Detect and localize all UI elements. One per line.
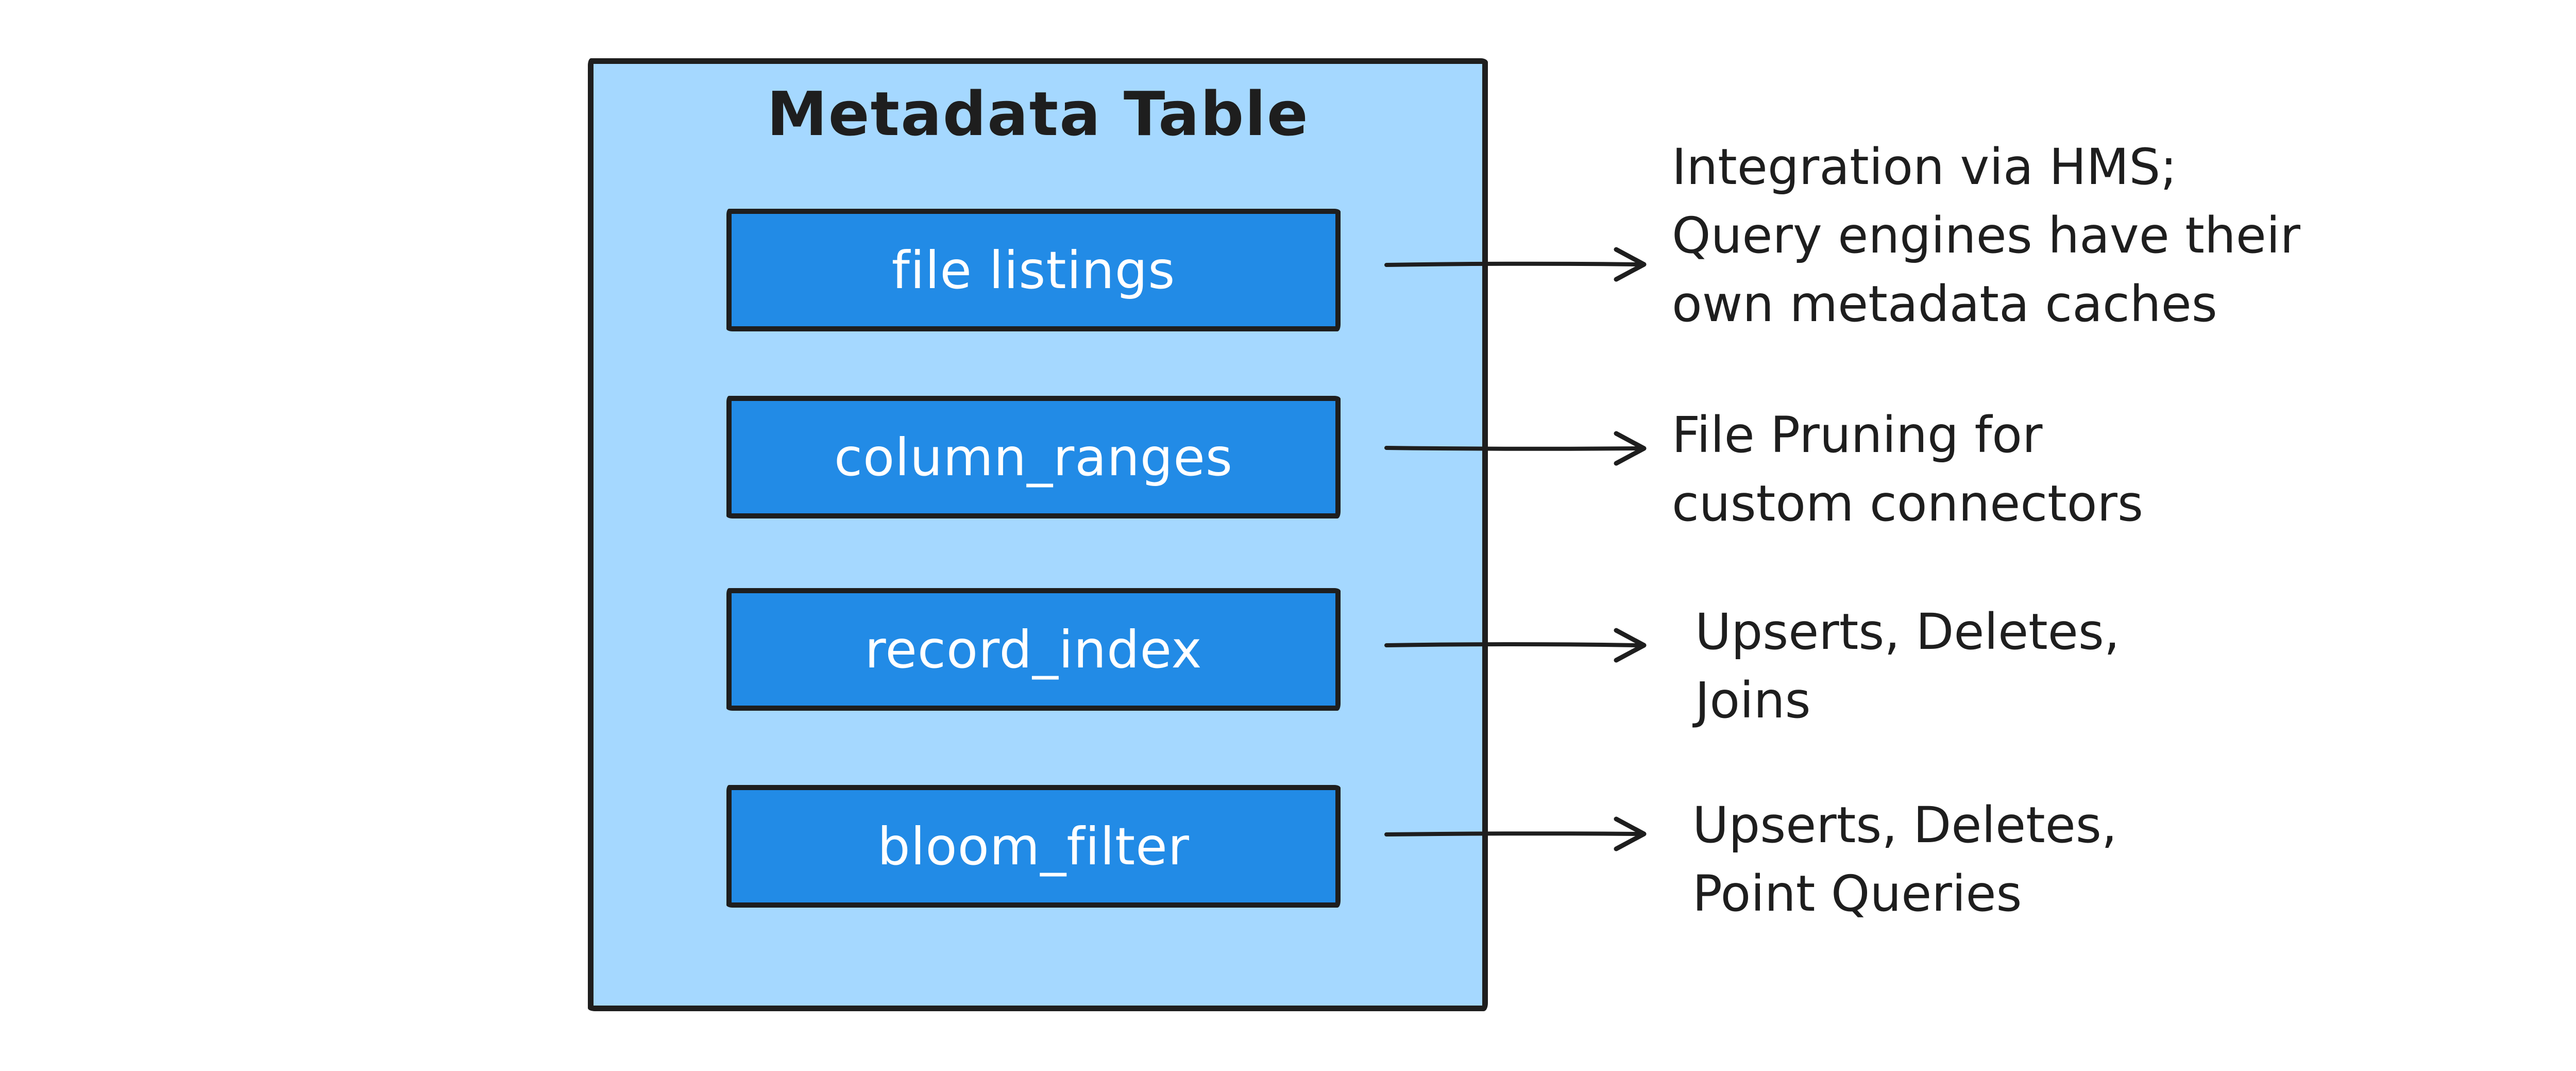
- note-line: File Pruning for: [1672, 406, 2043, 464]
- arrow-connector-icon: [1384, 431, 1647, 466]
- note-line: Upserts, Deletes,: [1695, 603, 2120, 661]
- box-column-ranges: column_ranges: [726, 396, 1341, 518]
- note-record-index: Upserts, Deletes, Joins: [1695, 598, 2120, 735]
- note-bloom-filter: Upserts, Deletes, Point Queries: [1692, 791, 2117, 928]
- note-line: Joins: [1695, 672, 1811, 729]
- note-line: Point Queries: [1692, 865, 2022, 923]
- arrow-connector-icon: [1384, 628, 1647, 663]
- arrow-connector-icon: [1384, 816, 1647, 851]
- box-label: file listings: [891, 240, 1176, 300]
- note-line: own metadata caches: [1672, 275, 2217, 333]
- note-line: Query engines have their: [1672, 207, 2300, 264]
- metadata-table-title: Metadata Table: [767, 78, 1309, 149]
- box-record-index: record_index: [726, 588, 1341, 711]
- box-label: bloom_filter: [877, 816, 1190, 877]
- note-line: Integration via HMS;: [1672, 138, 2177, 196]
- box-label: column_ranges: [834, 427, 1233, 488]
- box-file-listings: file listings: [726, 209, 1341, 331]
- box-label: record_index: [865, 619, 1202, 680]
- note-line: custom connectors: [1672, 475, 2143, 532]
- note-line: Upserts, Deletes,: [1692, 796, 2117, 854]
- note-column-ranges: File Pruning for custom connectors: [1672, 401, 2143, 538]
- arrow-connector-icon: [1384, 247, 1647, 282]
- box-bloom-filter: bloom_filter: [726, 785, 1341, 908]
- note-file-listings: Integration via HMS; Query engines have …: [1672, 133, 2300, 339]
